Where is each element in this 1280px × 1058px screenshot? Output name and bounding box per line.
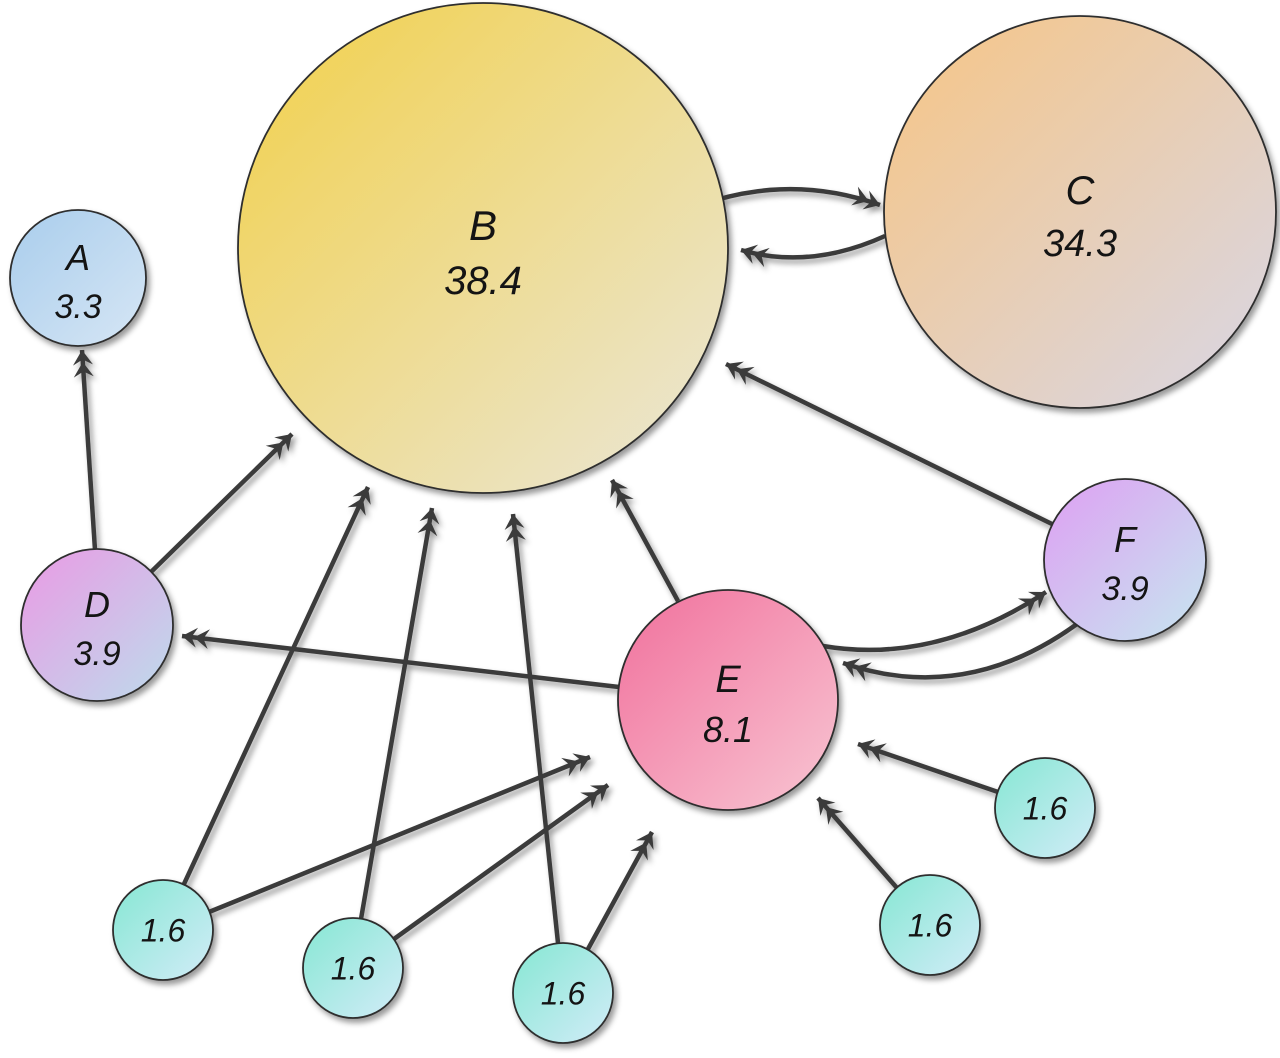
edge-G4-E-arrow bbox=[816, 796, 899, 890]
node-G4-circle bbox=[879, 874, 981, 976]
node-G3-value: 1.6 bbox=[541, 976, 586, 1012]
node-E-value: 8.1 bbox=[703, 709, 753, 750]
node-G5-value: 1.6 bbox=[1023, 791, 1068, 827]
edge-E-F-arrow bbox=[822, 590, 1048, 653]
node-F-label: F bbox=[1114, 519, 1138, 560]
node-E-label: E bbox=[715, 659, 741, 701]
edge-D-B-arrow bbox=[149, 432, 294, 574]
node-B-label: B bbox=[469, 202, 497, 249]
edge-G3-E-arrow bbox=[586, 830, 654, 951]
edge-B-C-arrow bbox=[715, 186, 881, 210]
edge-F-B-arrow bbox=[725, 361, 1053, 527]
node-C-label: C bbox=[1066, 169, 1096, 213]
node-G5-circle bbox=[994, 757, 1096, 859]
node-D-value: 3.9 bbox=[73, 635, 120, 673]
diagram-text-layer: A 3.3 B 38.4 C 34.3D 3.9E 8.1 F 3.9 1.6 1.6 1.6 1.6 1.… bbox=[54, 169, 1148, 1012]
edge-G1-B-arrow bbox=[181, 486, 371, 885]
node-F-value: 3.9 bbox=[1101, 570, 1148, 608]
node-F-circle bbox=[1043, 478, 1207, 642]
edge-G3-B-arrow bbox=[504, 513, 561, 944]
edge-G5-E-arrow bbox=[857, 739, 999, 795]
edge-C-B-arrow bbox=[740, 233, 886, 268]
edge-G2-B-arrow bbox=[358, 507, 440, 920]
node-G1-circle bbox=[112, 879, 214, 981]
node-B-value: 38.4 bbox=[444, 259, 522, 303]
edge-E-B-arrow bbox=[610, 478, 680, 603]
node-G3-circle bbox=[512, 942, 614, 1044]
edge-G2-E-arrow bbox=[392, 783, 610, 941]
node-C-circle bbox=[883, 15, 1277, 409]
edge-G1-E-arrow bbox=[208, 753, 591, 915]
node-G1-value: 1.6 bbox=[141, 913, 186, 949]
node-A-circle bbox=[9, 209, 147, 347]
node-E-circle bbox=[617, 589, 839, 811]
node-D-circle bbox=[20, 548, 174, 702]
node-G2-value: 1.6 bbox=[331, 951, 376, 987]
node-C-value: 34.3 bbox=[1043, 223, 1117, 265]
node-G2-circle bbox=[302, 917, 404, 1019]
edge-D-A-arrow bbox=[72, 349, 98, 551]
node-A-label: A bbox=[64, 237, 90, 278]
node-B-circle bbox=[237, 2, 729, 494]
node-A-value: 3.3 bbox=[54, 288, 101, 326]
edge-E-D-arrow bbox=[181, 627, 620, 690]
node-D-label: D bbox=[84, 584, 110, 625]
diagram-shadow-layer bbox=[9, 2, 1277, 1044]
edge-F-E-arrow bbox=[842, 622, 1079, 682]
node-G4-value: 1.6 bbox=[908, 908, 953, 944]
